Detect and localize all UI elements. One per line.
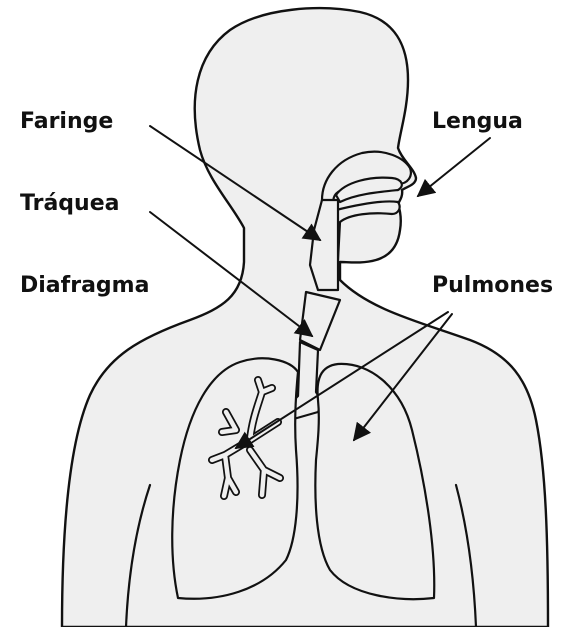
lengua-arrow [418,138,490,196]
label-diafragma: Diafragma [20,273,149,298]
label-faringe: Faringe [20,109,113,134]
label-lengua: Lengua [432,109,523,134]
label-traquea: Tráquea [20,191,119,216]
label-pulmones: Pulmones [432,273,553,298]
